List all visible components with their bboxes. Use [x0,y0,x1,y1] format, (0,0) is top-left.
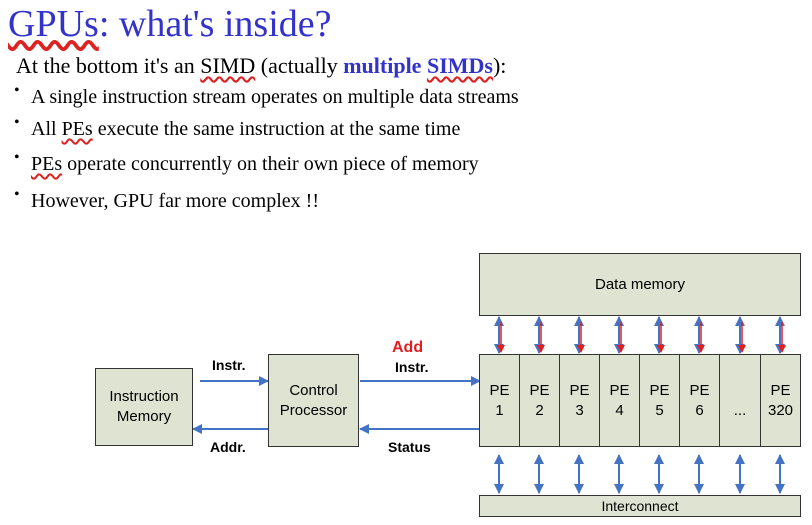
pe-number: 1 [495,401,504,419]
subtitle-text-1: At the bottom it's an [16,53,201,78]
pe-box: PE 3 [559,354,600,447]
pe-label: PE [689,381,710,399]
bullet-item: PEs operate concurrently on their own pi… [14,149,519,190]
bullet-text: However, GPU far more complex !! [31,190,319,212]
pe-label: PE [609,381,630,399]
subtitle-text-3: ): [492,53,507,78]
pe-label: PE [569,381,590,399]
memory-arrows [494,316,786,354]
subtitle-multiple: multiple [343,53,427,78]
pe-box: PE 2 [519,354,560,447]
pe-box: ... [719,354,761,447]
subtitle-simds: SIMDs [426,53,493,78]
pe-box: PE 4 [599,354,640,447]
pe-label: PE [489,381,510,399]
subtitle-simd: SIMD [200,53,256,78]
pe-number: 3 [575,401,584,419]
pe-number: 320 [767,401,794,419]
bullet-pes: PEs [31,153,63,175]
bullet-item: All PEs execute the same instruction at … [14,114,519,153]
pe-number: ... [733,401,747,419]
add-label: Add [392,339,424,356]
bullet-text: All [31,118,62,140]
pe-label: PE [529,381,550,399]
bullet-item: However, GPU far more complex !! [14,186,519,213]
pe-number: 5 [655,401,664,419]
interconnect-arrows [494,454,785,494]
interconnect-label: Interconnect [601,498,679,514]
data-memory-label: Data memory [594,275,686,293]
pe-box: PE 1 [479,354,520,447]
slide-subtitle: At the bottom it's an SIMD (actually mul… [16,53,506,79]
bullet-text: A single instruction stream operates on … [31,86,519,108]
instruction-memory-label-1: Instruction [109,388,179,405]
instr-label: Instr. [212,357,246,373]
pe-number: 4 [615,401,624,419]
addr-label: Addr. [210,439,246,455]
instr2-label: Instr. [395,359,429,375]
status-label: Status [388,439,431,455]
bullet-list: A single instruction stream operates on … [14,82,519,213]
bullet-item: A single instruction stream operates on … [14,82,519,118]
title-gpus: GPUs [8,3,99,45]
control-processor-label-2: Processor [279,401,348,419]
bullet-pes: PEs [61,118,93,140]
pe-box: PE 6 [679,354,720,447]
subtitle-text-2: (actually [255,53,344,78]
pe-number: 6 [695,401,704,419]
bullet-text: execute the same instruction at the same… [92,118,461,140]
pe-label: PE [770,381,791,399]
bullet-text: operate concurrently on their own piece … [62,153,479,175]
pe-number: 2 [535,401,544,419]
pe-label: PE [649,381,670,399]
interconnect-box: Interconnect [479,495,801,517]
slide-title: GPUs: what's inside? [8,2,332,46]
data-memory-box: Data memory [479,253,801,316]
instruction-memory-label-2: Memory [116,408,172,425]
pe-box: PE 5 [639,354,680,447]
control-processor-label-1: Control [289,381,338,399]
pe-box: PE 320 [760,354,801,447]
title-rest: : what's inside? [98,3,332,45]
